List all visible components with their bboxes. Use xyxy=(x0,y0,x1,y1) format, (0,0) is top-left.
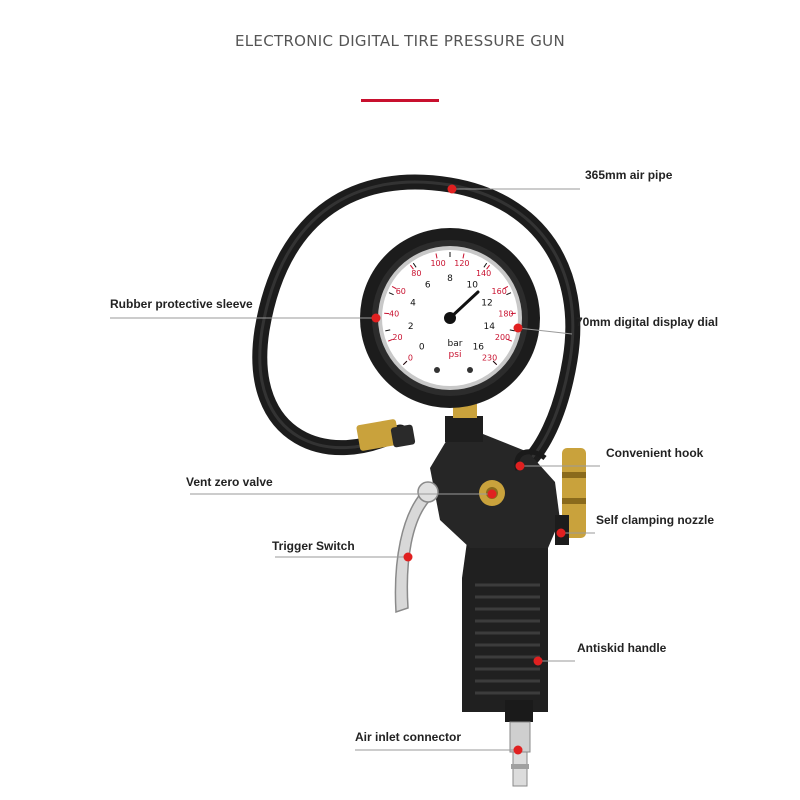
callout-label-nozzle: Self clamping nozzle xyxy=(596,513,715,527)
callout-label-display-dial: 70mm digital display dial xyxy=(576,315,719,329)
gauge-psi-tick-mark xyxy=(507,338,512,342)
callout-label-trigger: Trigger Switch xyxy=(272,539,355,553)
gauge-psi-tick-mark xyxy=(391,285,397,290)
gauge-bar-tick-mark xyxy=(483,262,488,268)
callout-dot-vent-valve xyxy=(487,489,497,499)
gauge-bar-tick: 12 xyxy=(481,299,492,309)
gauge-bar-tick-mark xyxy=(385,329,391,332)
callout-label-hook: Convenient hook xyxy=(606,446,704,460)
callout-dot-handle xyxy=(533,656,543,666)
gauge-bar-tick: 2 xyxy=(408,322,414,332)
gauge-psi-tick: 160 xyxy=(492,287,507,296)
callout-dot-air-pipe xyxy=(447,184,457,194)
gauge-psi-tick: 140 xyxy=(476,269,491,278)
gauge-psi-tick: 20 xyxy=(392,333,402,342)
callout-dots xyxy=(371,184,566,755)
gun-handle xyxy=(462,520,548,712)
callout-label-air-pipe: 365mm air pipe xyxy=(585,168,673,182)
gauge-psi-tick: 100 xyxy=(430,259,445,268)
gauge-bar-tick-mark xyxy=(509,329,515,332)
gauge-psi-tick: 40 xyxy=(389,310,399,319)
gauge-psi-tick-mark xyxy=(409,264,414,270)
gauge-bar-tick: 8 xyxy=(447,274,453,284)
gauge-bar-tick: 6 xyxy=(425,281,431,291)
gauge-bar-tick-mark xyxy=(492,360,498,366)
gauge-psi-tick: 180 xyxy=(498,310,513,319)
gauge-bar-tick-mark xyxy=(506,292,512,296)
leader-lines xyxy=(110,188,600,751)
callout-dot-hook xyxy=(515,461,525,471)
callout-dot-trigger xyxy=(403,552,413,562)
gauge-psi-tick-mark xyxy=(435,253,438,259)
gauge-psi-tick: 200 xyxy=(495,333,510,342)
gauge-psi-tick: 230 xyxy=(482,353,497,362)
trigger xyxy=(394,490,432,614)
gauge-bar-tick: 10 xyxy=(466,281,478,291)
callout-label-handle: Antiskid handle xyxy=(577,641,667,655)
gauge-psi-tick-mark xyxy=(486,264,491,270)
gauge-psi-tick-mark xyxy=(388,338,393,342)
page-title: ELECTRONIC DIGITAL TIRE PRESSURE GUN xyxy=(235,32,565,50)
callout-label-inlet: Air inlet connector xyxy=(355,730,462,744)
gauge-psi-tick: 60 xyxy=(396,287,406,296)
callout-label-rubber-sleeve: Rubber protective sleeve xyxy=(110,297,253,311)
callout-dot-inlet xyxy=(513,745,523,755)
gauge-bar-tick: 0 xyxy=(419,342,425,352)
gauge-bar-tick-mark xyxy=(412,262,417,268)
callout-dot-display-dial xyxy=(513,323,523,333)
title-underline xyxy=(361,99,439,102)
gauge-psi-tick: 0 xyxy=(408,353,413,362)
gauge-bar-tick: 16 xyxy=(473,342,485,352)
gauge-bar-tick: 14 xyxy=(483,322,495,332)
gauge-unit-psi: psi xyxy=(449,350,462,360)
callout-dot-nozzle xyxy=(556,528,566,538)
air-inlet-connector xyxy=(509,721,531,787)
gauge-bar-tick-mark xyxy=(402,360,408,366)
gauge-psi-tick-mark xyxy=(462,253,465,259)
brass-hose-ferrule xyxy=(356,419,416,451)
gauge-psi-tick: 120 xyxy=(454,259,469,268)
gauge-psi-tick-mark xyxy=(503,285,509,290)
callout-dot-rubber-sleeve xyxy=(371,313,381,323)
gauge-bar-tick: 4 xyxy=(410,299,416,309)
callout-label-vent-valve: Vent zero valve xyxy=(186,475,273,489)
gauge-needle xyxy=(448,290,480,320)
gauge-unit-bar: bar xyxy=(448,339,463,349)
gauge-psi-tick: 80 xyxy=(411,269,421,278)
gauge-bar-tick-mark xyxy=(388,292,394,296)
